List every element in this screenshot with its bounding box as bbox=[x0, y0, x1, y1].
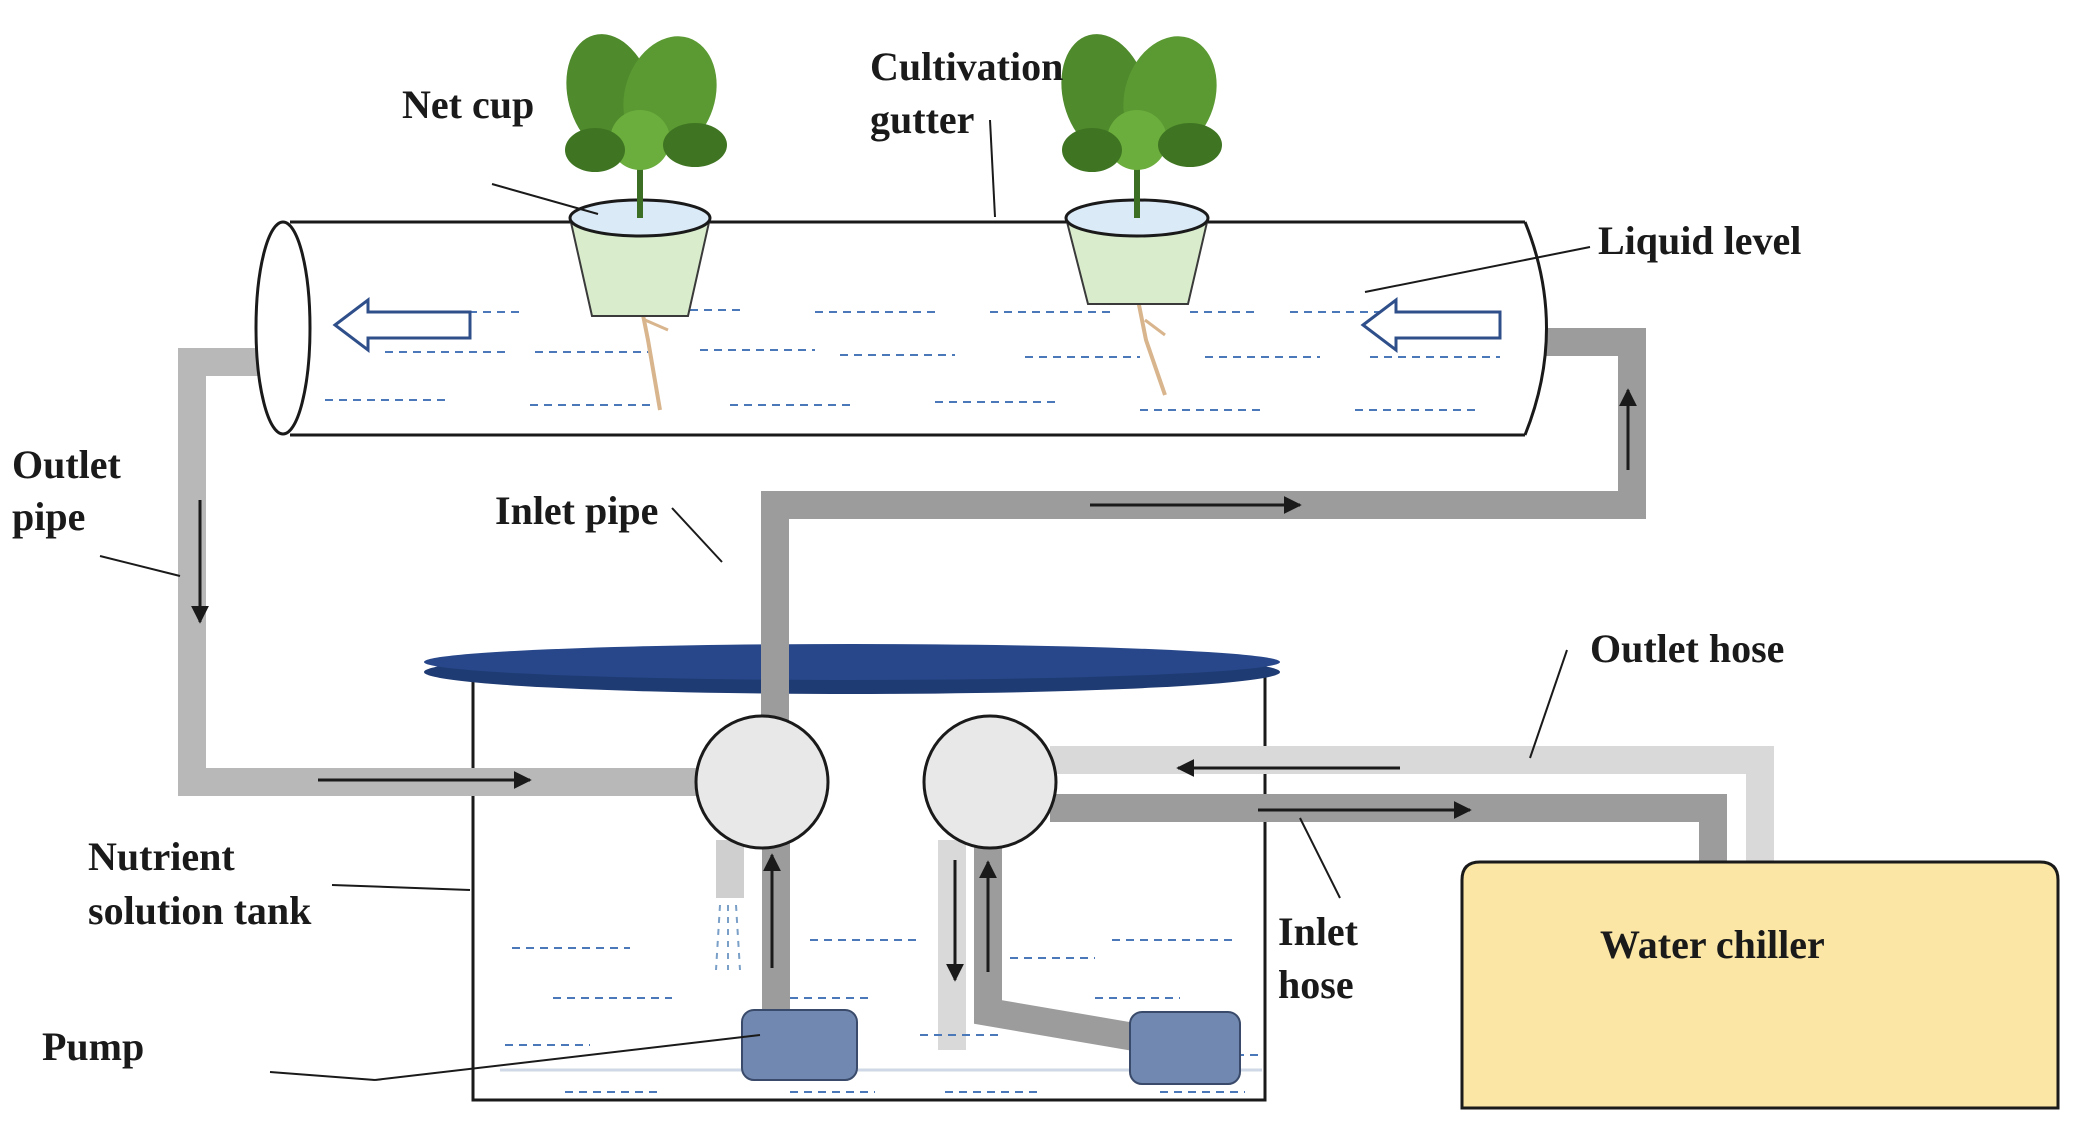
connector-left bbox=[694, 714, 830, 850]
plant-1 bbox=[565, 34, 727, 411]
label-water-chiller: Water chiller bbox=[1600, 922, 1825, 967]
label-cultivation-gutter-2: gutter bbox=[870, 97, 974, 142]
label-outlet-pipe-1: Outlet bbox=[12, 442, 122, 487]
plant-2 bbox=[1061, 34, 1222, 396]
label-nutrient-tank-1: Nutrient bbox=[88, 834, 235, 879]
inlet-pipe-riser bbox=[761, 505, 789, 727]
label-cultivation-gutter-1: Cultivation bbox=[870, 44, 1063, 89]
outlet-pipe bbox=[178, 348, 700, 796]
label-inlet-pipe: Inlet pipe bbox=[495, 488, 658, 533]
pump-left bbox=[741, 1009, 858, 1081]
label-outlet-hose: Outlet hose bbox=[1590, 626, 1784, 671]
leader-lines bbox=[99, 119, 1591, 1081]
water-chiller bbox=[1460, 860, 2060, 1110]
tank-lid-top bbox=[424, 644, 1280, 680]
label-pump: Pump bbox=[42, 1024, 144, 1069]
cultivation-gutter bbox=[254, 220, 1548, 437]
pump-riser-left-inner bbox=[762, 840, 790, 1010]
pump-right bbox=[1129, 1011, 1241, 1085]
label-liquid-level: Liquid level bbox=[1598, 218, 1801, 263]
label-nutrient-tank-2: solution tank bbox=[88, 888, 312, 933]
label-outlet-pipe-2: pipe bbox=[12, 494, 85, 539]
label-net-cup: Net cup bbox=[402, 82, 534, 127]
gutter-water-lines bbox=[325, 309, 1500, 411]
flow-arrows bbox=[191, 388, 1637, 982]
gutter-flow-arrow-right bbox=[1360, 296, 1502, 354]
outlet-hose bbox=[1056, 746, 1774, 862]
label-inlet-hose-2: hose bbox=[1278, 962, 1354, 1007]
return-stub-inner bbox=[716, 840, 744, 898]
gutter-flow-arrow-left bbox=[332, 296, 472, 354]
tank-hose-light-inner bbox=[938, 840, 966, 1050]
connector-right bbox=[922, 714, 1058, 850]
label-inlet-hose-1: Inlet bbox=[1278, 909, 1359, 954]
